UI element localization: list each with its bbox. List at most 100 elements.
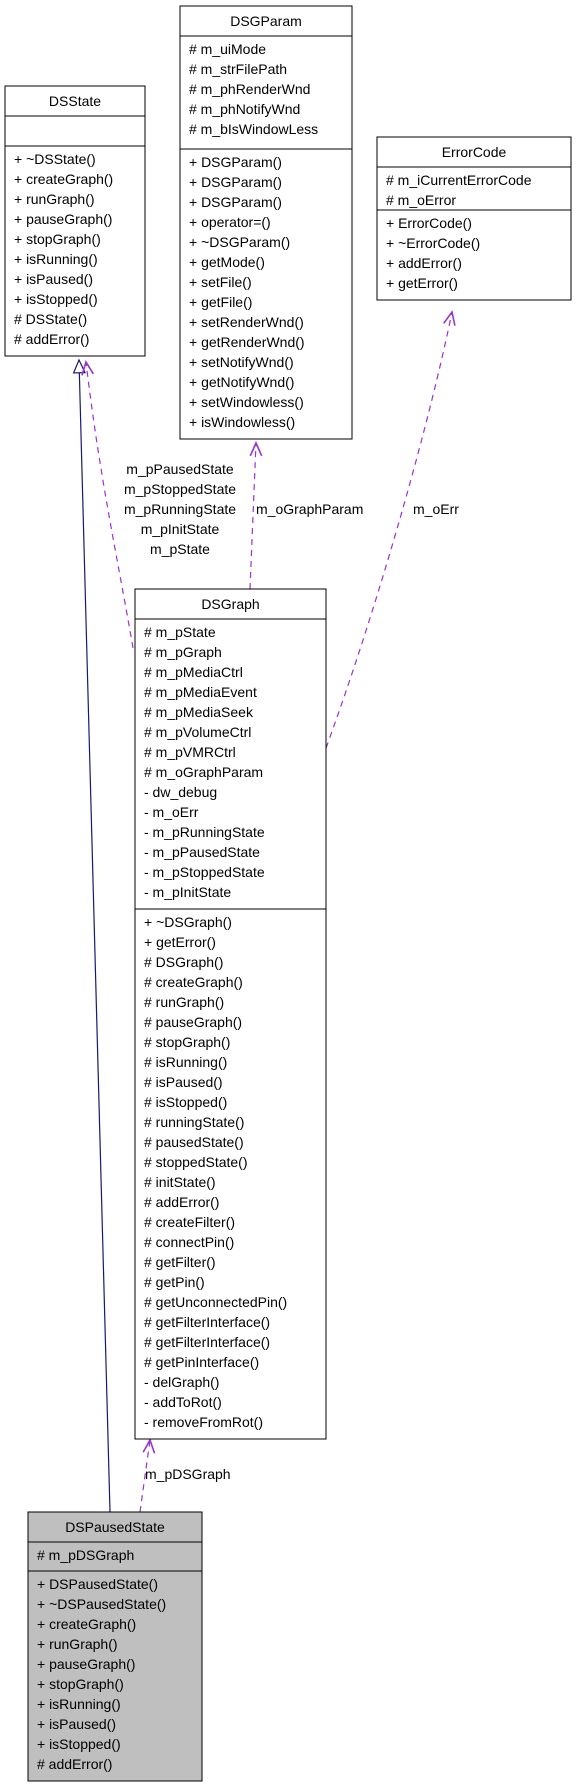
class-title: DSPausedState xyxy=(65,1519,165,1535)
class-operation: # DSGraph() xyxy=(144,954,223,970)
association-line xyxy=(249,442,257,590)
class-operation: # stopGraph() xyxy=(144,1034,230,1050)
association-line xyxy=(325,311,453,749)
class-attribute: # m_strFilePath xyxy=(189,61,287,77)
class-operation: + pauseGraph() xyxy=(37,1656,135,1672)
class-operation: + ~DSState() xyxy=(14,151,96,167)
class-operation: + getRenderWnd() xyxy=(189,334,305,350)
class-errorcode[interactable]: ErrorCode # m_iCurrentErrorCode # m_oError… xyxy=(376,136,572,301)
class-attribute: # m_pVolumeCtrl xyxy=(144,724,251,740)
class-attribute: # m_pMediaSeek xyxy=(144,704,254,720)
class-operation: # initState() xyxy=(144,1174,216,1190)
class-operation: # addError() xyxy=(14,331,89,347)
class-operation: # addError() xyxy=(144,1194,219,1210)
class-operation: + stopGraph() xyxy=(37,1676,124,1692)
class-operation: + isPaused() xyxy=(37,1716,116,1732)
association-line xyxy=(85,361,134,649)
inheritance-arrowhead xyxy=(72,358,86,374)
class-operation: - delGraph() xyxy=(144,1374,219,1390)
class-operation: # pausedState() xyxy=(144,1134,244,1150)
class-attribute: - m_pRunningState xyxy=(144,824,265,840)
association-arrowhead xyxy=(142,1438,156,1454)
class-box xyxy=(179,5,353,440)
class-operation: + isRunning() xyxy=(14,251,98,267)
class-operation: # createGraph() xyxy=(144,974,243,990)
class-operation: + setNotifyWnd() xyxy=(189,354,294,370)
class-box xyxy=(134,588,327,1440)
edges-layer xyxy=(72,310,456,1513)
association-line xyxy=(139,1439,151,1513)
class-operation: + isStopped() xyxy=(14,291,98,307)
class-attribute: - m_pPausedState xyxy=(144,844,260,860)
class-operation: + ~DSPausedState() xyxy=(37,1596,166,1612)
class-operation: # getUnconnectedPin() xyxy=(144,1294,287,1310)
class-operation: + getError() xyxy=(386,275,458,291)
class-operation: + isRunning() xyxy=(37,1696,121,1712)
class-operation: # DSState() xyxy=(14,311,87,327)
edge-label: m_pInitState xyxy=(141,521,220,537)
class-attribute: # m_phRenderWnd xyxy=(189,81,310,97)
class-operation: # getFilterInterface() xyxy=(144,1314,270,1330)
class-attribute: # m_phNotifyWnd xyxy=(189,101,300,117)
edge-dsgraph-to-dsstate xyxy=(81,360,134,649)
class-attribute: # m_pVMRCtrl xyxy=(144,744,236,760)
edge-label: m_pDSGraph xyxy=(145,1466,231,1482)
class-attribute: - m_oErr xyxy=(144,804,199,820)
class-operation: + DSGParam() xyxy=(189,194,282,210)
association-arrowhead xyxy=(443,310,456,326)
class-operation: + pauseGraph() xyxy=(14,211,112,227)
class-dsstate[interactable]: DSState+ ~DSState()+ createGraph()+ runG… xyxy=(4,85,146,357)
class-attribute: # m_pState xyxy=(144,624,216,640)
class-operation: + DSGParam() xyxy=(189,154,282,170)
class-operation: + getNotifyWnd() xyxy=(189,374,294,390)
edge-label: m_pRunningState xyxy=(124,501,236,517)
class-attribute: - dw_debug xyxy=(144,784,217,800)
class-attribute: - m_pInitState xyxy=(144,884,231,900)
class-dspausedstate[interactable]: DSPausedState# m_pDSGraph+ DSPausedState… xyxy=(27,1511,203,1782)
class-attribute: # m_oError xyxy=(386,192,456,208)
class-operation: + createGraph() xyxy=(14,171,113,187)
class-operation: # isStopped() xyxy=(144,1094,227,1110)
class-operation: # pauseGraph() xyxy=(144,1014,242,1030)
class-attribute: # m_bIsWindowLess xyxy=(189,121,318,137)
class-operation: # stoppedState() xyxy=(144,1154,248,1170)
class-operation: # getFilterInterface() xyxy=(144,1334,270,1350)
class-operation: # connectPin() xyxy=(144,1234,234,1250)
class-title: DSGraph xyxy=(201,596,259,612)
class-attribute: # m_iCurrentErrorCode xyxy=(386,172,532,188)
class-operation: + runGraph() xyxy=(37,1636,118,1652)
class-attribute: # m_pGraph xyxy=(144,644,222,660)
class-operation: + getMode() xyxy=(189,254,265,270)
class-operation: + ~ErrorCode() xyxy=(386,235,480,251)
class-attribute: # m_oGraphParam xyxy=(144,764,263,780)
edge-label: m_pPausedState xyxy=(126,461,234,477)
class-operation: + getError() xyxy=(144,934,216,950)
class-operation: - removeFromRot() xyxy=(144,1414,263,1430)
edge-labels-layer: m_pPausedState m_pStoppedState m_pRunningS… xyxy=(124,461,459,1482)
edge-dspausedstate-to-dsstate xyxy=(72,358,111,1513)
class-box xyxy=(4,85,146,357)
class-operation: # isPaused() xyxy=(144,1074,223,1090)
class-operation: + DSGParam() xyxy=(189,174,282,190)
class-dsgraph[interactable]: DSGraph # m_pState # m_pGraph # m_pMediaCtr… xyxy=(134,588,327,1440)
edge-dsgraph-to-errorcode xyxy=(325,310,456,749)
class-operation: - addToRot() xyxy=(144,1394,222,1410)
class-title: DSGParam xyxy=(230,13,302,29)
edge-label: m_pStoppedState xyxy=(124,481,236,497)
class-attribute: # m_uiMode xyxy=(189,41,266,57)
class-dsgparam[interactable]: DSGParam # m_uiMode # m_strFilePath # m_phR… xyxy=(179,5,353,440)
class-operation: # runGraph() xyxy=(144,994,224,1010)
class-operation: + setRenderWnd() xyxy=(189,314,304,330)
class-operation: + getFile() xyxy=(189,294,252,310)
class-title: ErrorCode xyxy=(442,144,507,160)
class-box xyxy=(27,1511,203,1782)
class-operation: + createGraph() xyxy=(37,1616,136,1632)
class-operation: + DSPausedState() xyxy=(37,1576,158,1592)
class-operation: # createFilter() xyxy=(144,1214,235,1230)
class-operation: # getPinInterface() xyxy=(144,1354,259,1370)
class-operation: # getFilter() xyxy=(144,1254,216,1270)
class-attribute: # m_pMediaCtrl xyxy=(144,664,243,680)
class-operation: + ErrorCode() xyxy=(386,215,472,231)
class-operation: + isWindowless() xyxy=(189,414,295,430)
